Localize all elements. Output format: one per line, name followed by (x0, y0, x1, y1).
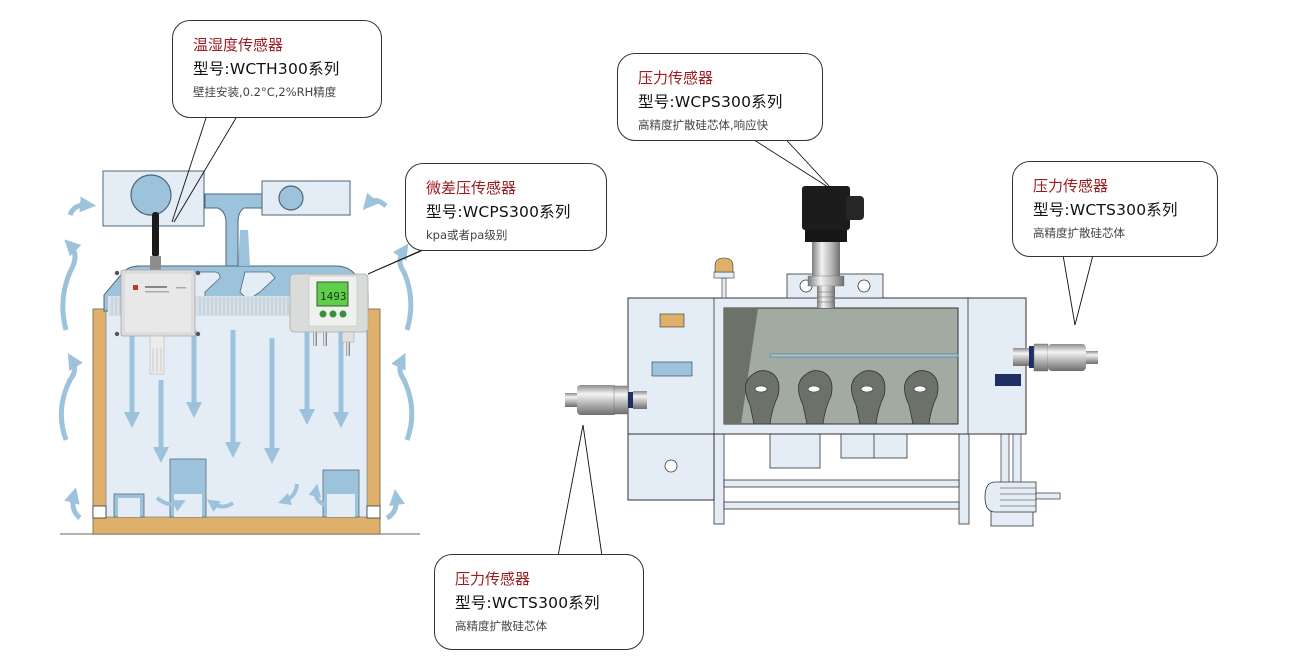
callout-description: 高精度扩散硅芯体 (1033, 226, 1125, 240)
callout-model: 型号:WCTH300系列 (193, 60, 340, 78)
downflow-arrows (123, 330, 350, 465)
callout-model: 型号:WCPS300系列 (426, 203, 571, 221)
pressure-transmitter-left[interactable] (565, 385, 647, 415)
lcd-reading: 1493 (320, 290, 347, 303)
callout-description: 壁挂安装,0.2°C,2%RH精度 (193, 85, 337, 99)
callout-description: 高精度扩散硅芯体,响应快 (638, 118, 769, 132)
pressure-transmitter-top[interactable] (802, 186, 864, 308)
status-indicator-amber (659, 313, 685, 328)
cleanroom-illustration: 1493 (58, 117, 429, 535)
differential-pressure-transmitter[interactable]: 1493 (289, 273, 369, 356)
return-air-arrows (58, 192, 415, 521)
callout-temp-humidity-sensor: 温湿度传感器 型号:WCTH300系列 壁挂安装,0.2°C,2%RH精度 (172, 20, 382, 118)
callout-model: 型号:WCPS300系列 (638, 93, 783, 111)
callout-title: 温湿度传感器 (193, 36, 284, 54)
callout-model: 型号:WCTS300系列 (455, 594, 600, 612)
callout-pressure-sensor-left: 压力传感器 型号:WCTS300系列 高精度扩散硅芯体 (434, 554, 644, 650)
lab-benches (113, 458, 360, 518)
callout-pressure-sensor-top: 压力传感器 型号:WCPS300系列 高精度扩散硅芯体,响应快 (617, 53, 823, 141)
beacon-light (713, 257, 735, 299)
glove-ports (745, 370, 939, 425)
callout-title: 微差压传感器 (426, 179, 517, 197)
temp-humidity-transmitter[interactable] (114, 212, 201, 375)
callout-micro-diff-pressure-sensor: 微差压传感器 型号:WCPS300系列 kpa或者pa级别 (405, 163, 607, 251)
callout-model: 型号:WCTS300系列 (1033, 201, 1178, 219)
status-indicator-dark (995, 374, 1021, 386)
isolator-machine-illustration (557, 130, 1098, 557)
callout-description: kpa或者pa级别 (426, 228, 508, 242)
callout-pressure-sensor-right: 压力传感器 型号:WCTS300系列 高精度扩散硅芯体 (1012, 161, 1218, 257)
callout-leaders-left (171, 117, 429, 275)
pressure-transmitter-right[interactable] (1013, 343, 1098, 372)
callout-description: 高精度扩散硅芯体 (455, 619, 547, 633)
callout-title: 压力传感器 (455, 570, 531, 588)
lcd-display (316, 281, 349, 307)
status-indicator-blue (651, 361, 693, 377)
motor (984, 433, 1061, 527)
callout-title: 压力传感器 (638, 69, 714, 87)
circulation-arrows (155, 483, 326, 512)
air-handler-unit-right (261, 180, 351, 216)
callout-title: 压力传感器 (1033, 177, 1109, 195)
